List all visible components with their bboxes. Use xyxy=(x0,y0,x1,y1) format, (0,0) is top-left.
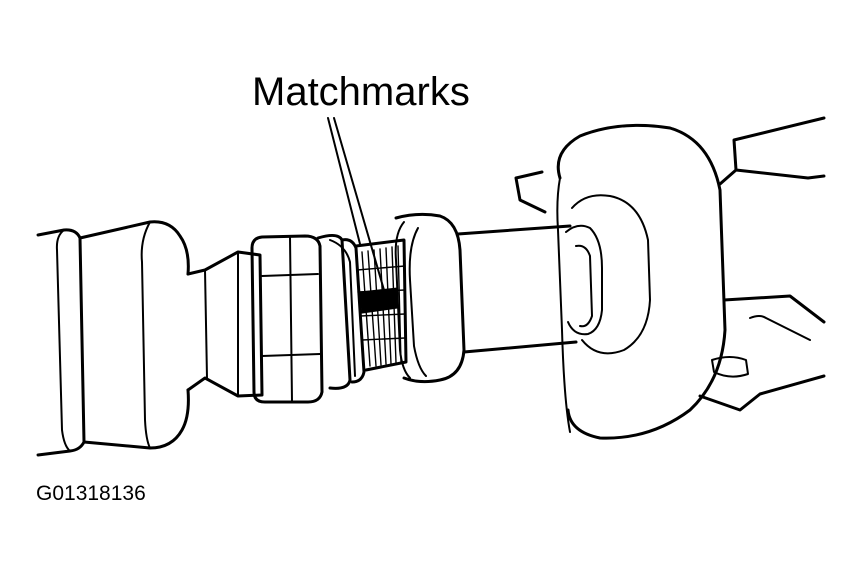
flange-coupling xyxy=(394,212,466,384)
matchmark-stripe xyxy=(359,287,399,314)
figure-id: G01318136 xyxy=(36,482,146,505)
collar-rings xyxy=(316,233,366,390)
output-shaft xyxy=(456,224,578,354)
driveshaft-tube xyxy=(36,220,190,457)
hex-nut xyxy=(250,234,324,404)
slip-yoke-hex xyxy=(186,250,264,398)
center-bearing xyxy=(556,123,727,440)
callout-label: Matchmarks xyxy=(252,70,470,114)
support-bracket xyxy=(514,116,826,412)
callout-leaders xyxy=(327,117,385,291)
